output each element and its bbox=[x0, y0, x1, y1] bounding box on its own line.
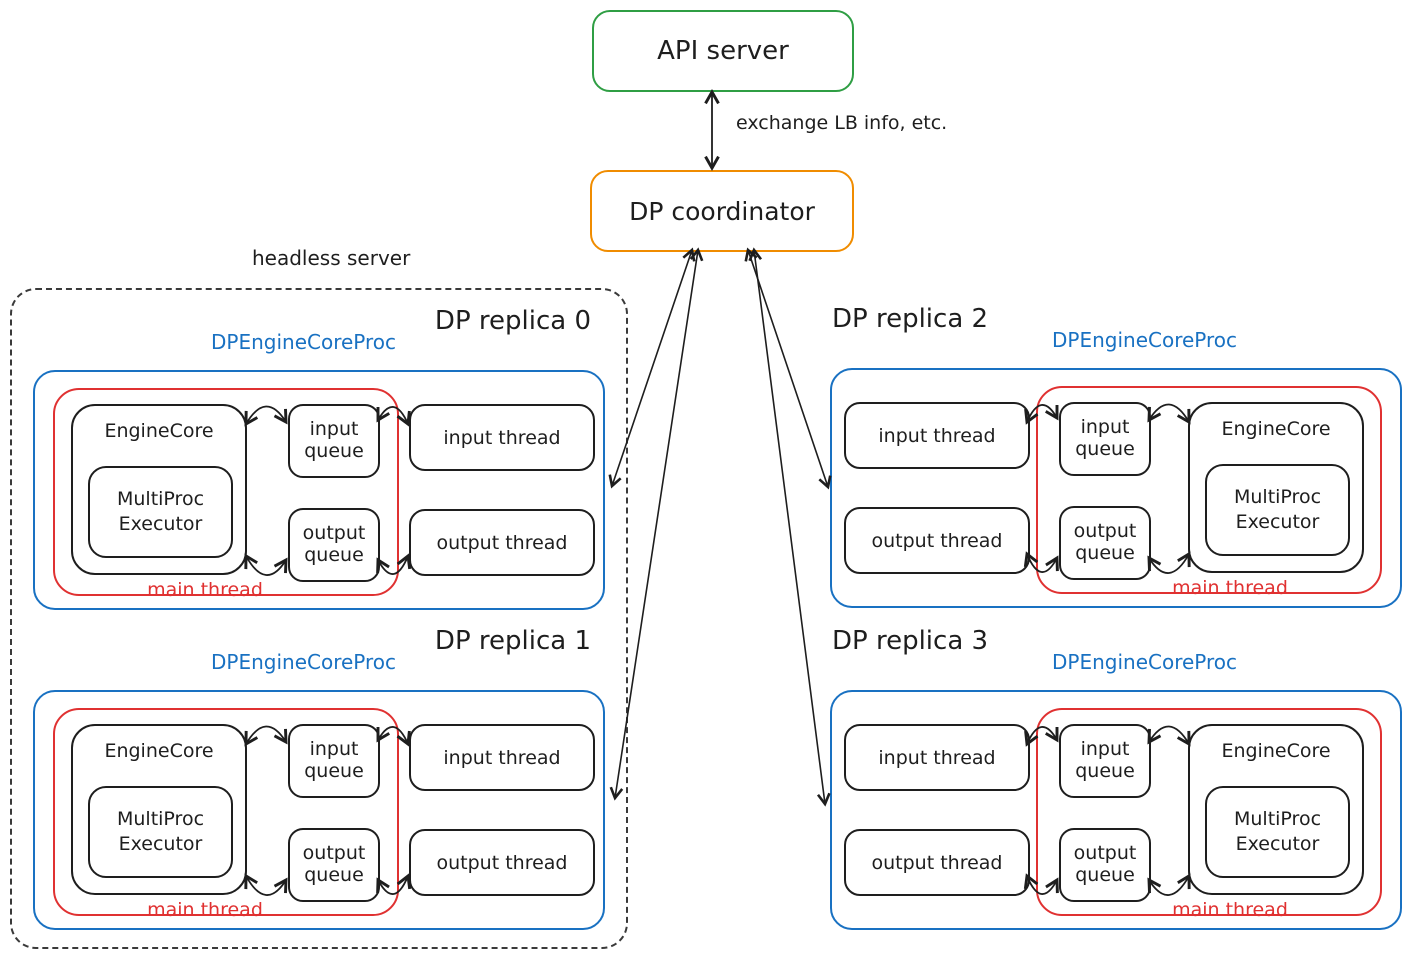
exchange-lb-info-label: exchange LB info, etc. bbox=[736, 112, 948, 134]
engine-core-box: EngineCore MultiProc Executor bbox=[71, 724, 247, 895]
replica-title: DP replica 1 bbox=[434, 626, 591, 656]
input-thread-box: input thread bbox=[844, 402, 1030, 469]
input-queue-box: input queue bbox=[288, 404, 380, 478]
output-queue-box: output queue bbox=[288, 828, 380, 902]
dp-replica-1: DP replica 1 DPEngineCoreProc EngineCore… bbox=[33, 626, 605, 930]
output-queue-box: output queue bbox=[1059, 506, 1151, 580]
output-queue-box: output queue bbox=[288, 508, 380, 582]
api-server-node: API server bbox=[592, 10, 854, 92]
input-queue-box: input queue bbox=[1059, 402, 1151, 476]
engine-core-box: EngineCore MultiProc Executor bbox=[71, 404, 247, 575]
main-thread-box bbox=[53, 708, 399, 916]
engine-core-label: EngineCore bbox=[104, 420, 214, 442]
input-thread-box: input thread bbox=[409, 404, 595, 471]
dp-engine-core-proc-label: DPEngineCoreProc bbox=[1052, 650, 1238, 674]
output-thread-box: output thread bbox=[409, 509, 595, 576]
engine-core-label: EngineCore bbox=[104, 740, 214, 762]
replica-title: DP replica 3 bbox=[832, 626, 989, 656]
output-thread-box: output thread bbox=[844, 829, 1030, 896]
replica-title: DP replica 2 bbox=[832, 304, 989, 334]
main-thread-label: main thread bbox=[1172, 577, 1288, 599]
input-thread-box: input thread bbox=[409, 724, 595, 791]
multiproc-executor-box: MultiProc Executor bbox=[1205, 464, 1350, 556]
headless-server-label: headless server bbox=[252, 246, 411, 270]
dp-engine-core-proc-label: DPEngineCoreProc bbox=[211, 330, 397, 354]
multiproc-executor-box: MultiProc Executor bbox=[1205, 786, 1350, 878]
engine-core-label: EngineCore bbox=[1221, 740, 1331, 762]
dp-engine-core-proc-label: DPEngineCoreProc bbox=[1052, 328, 1238, 352]
dp-replica-3: DP replica 3 DPEngineCoreProc EngineCore… bbox=[830, 626, 1402, 930]
main-thread-label: main thread bbox=[147, 579, 263, 601]
engine-core-box: EngineCore MultiProc Executor bbox=[1188, 402, 1364, 573]
dp-engine-core-proc-label: DPEngineCoreProc bbox=[211, 650, 397, 674]
input-queue-box: input queue bbox=[288, 724, 380, 798]
input-thread-box: input thread bbox=[844, 724, 1030, 791]
multiproc-executor-box: MultiProc Executor bbox=[88, 466, 233, 558]
main-thread-box bbox=[1036, 386, 1382, 594]
main-thread-label: main thread bbox=[1172, 899, 1288, 921]
output-thread-box: output thread bbox=[409, 829, 595, 896]
dp-replica-2: DP replica 2 DPEngineCoreProc EngineCore… bbox=[830, 304, 1402, 608]
output-thread-box: output thread bbox=[844, 507, 1030, 574]
input-queue-box: input queue bbox=[1059, 724, 1151, 798]
replica-title: DP replica 0 bbox=[434, 306, 591, 336]
main-thread-box bbox=[1036, 708, 1382, 916]
engine-core-label: EngineCore bbox=[1221, 418, 1331, 440]
main-thread-box bbox=[53, 388, 399, 596]
multiproc-executor-box: MultiProc Executor bbox=[88, 786, 233, 878]
dp-coordinator-node: DP coordinator bbox=[590, 170, 854, 252]
main-thread-label: main thread bbox=[147, 899, 263, 921]
engine-core-box: EngineCore MultiProc Executor bbox=[1188, 724, 1364, 895]
output-queue-box: output queue bbox=[1059, 828, 1151, 902]
dp-replica-0: DP replica 0 DPEngineCoreProc EngineCore… bbox=[33, 306, 605, 610]
